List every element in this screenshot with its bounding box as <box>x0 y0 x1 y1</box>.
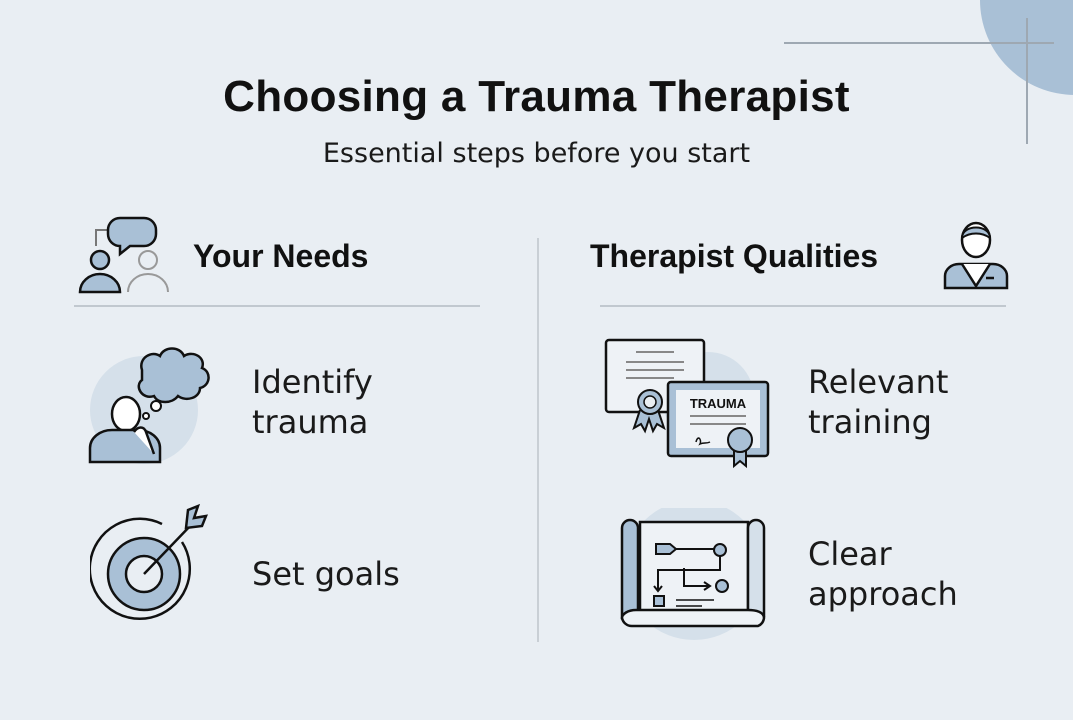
item-identify-trauma: Identify trauma <box>252 362 373 442</box>
certificates-icon: TRAUMA <box>604 338 770 469</box>
certificate-text: TRAUMA <box>690 396 747 411</box>
item-label-line1: Identify <box>252 363 373 401</box>
item-clear-approach: Clear approach <box>808 534 958 614</box>
decorative-vertical-line <box>1026 18 1028 144</box>
section-heading-your-needs: Your Needs <box>193 238 369 274</box>
item-relevant-training: Relevant training <box>808 362 948 442</box>
section-rule-left <box>74 305 480 307</box>
item-label-line1: Set goals <box>252 555 400 593</box>
item-label-line2: trauma <box>252 403 369 441</box>
item-label-line2: training <box>808 403 932 441</box>
therapist-avatar-icon <box>943 221 1009 290</box>
item-label-line1: Relevant <box>808 363 949 401</box>
page-title: Choosing a Trauma Therapist <box>223 72 850 121</box>
item-label-line2: approach <box>808 575 958 613</box>
people-conversation-icon <box>78 216 169 294</box>
decorative-horizontal-line <box>784 42 1054 44</box>
page-subtitle: Essential steps before you start <box>322 138 751 169</box>
item-label-line1: Clear <box>808 535 892 573</box>
section-rule-right <box>600 305 1006 307</box>
target-arrow-icon <box>90 503 208 621</box>
roadmap-scroll-icon <box>620 508 766 640</box>
thinking-person-icon <box>88 347 210 464</box>
item-set-goals: Set goals <box>252 554 400 594</box>
section-heading-therapist-qualities: Therapist Qualities <box>590 238 879 274</box>
column-divider <box>537 238 539 642</box>
